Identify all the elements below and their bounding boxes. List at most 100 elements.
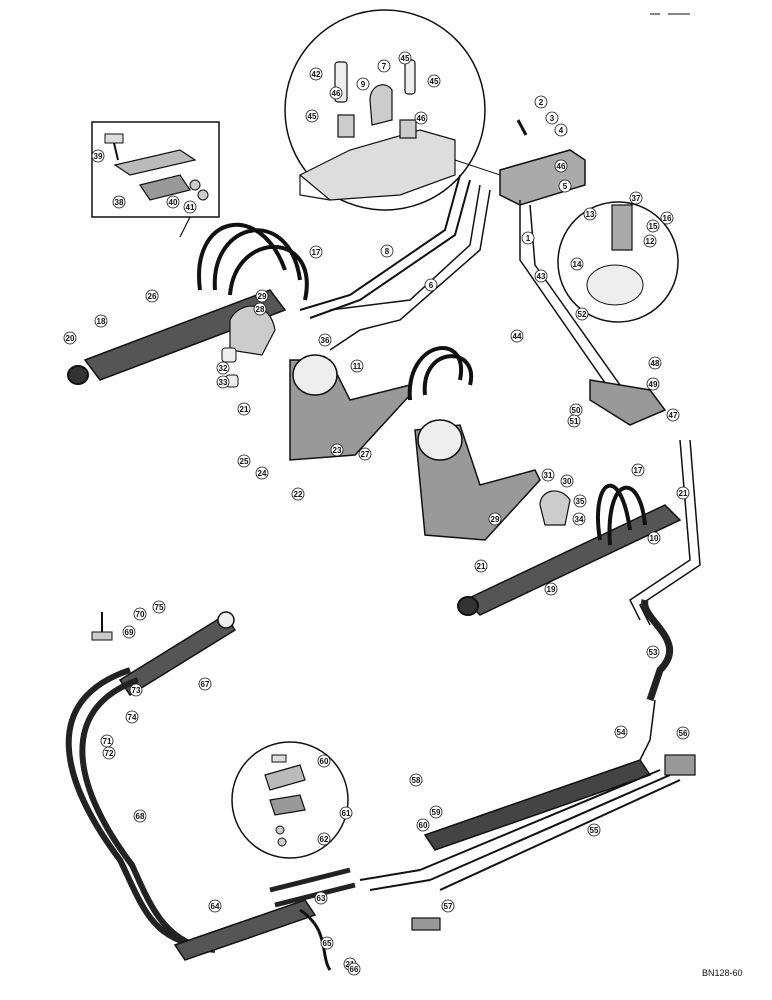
part-number-label: 27 [361,450,370,459]
part-number-label: 66 [350,965,359,974]
callout-circle [429,805,443,819]
part-number-label: 30 [563,477,572,486]
callout-circle [166,195,180,209]
callout-circle [291,487,305,501]
callout-circle [317,754,331,768]
callout-circle [488,512,502,526]
part-number-label: 72 [105,749,114,758]
part-number-label: 61 [342,809,351,818]
callout-circle [648,356,662,370]
part-number-label: 60 [320,757,329,766]
part-number-label: 45 [308,112,317,121]
part-number-label: 54 [617,728,626,737]
callout-circle [414,111,428,125]
part-number-label: 37 [632,194,641,203]
part-number-label: 63 [317,894,326,903]
part-number-label: 32 [219,364,228,373]
callout-circle [356,77,370,91]
part-number-label: 44 [513,332,522,341]
callout-circle [646,377,660,391]
callout-circle [309,245,323,259]
callout-circle [427,74,441,88]
part-number-label: 52 [578,310,587,319]
callout-circle [318,333,332,347]
callout-circle [534,269,548,283]
part-number-label: 18 [97,317,106,326]
part-number-label: 40 [169,198,178,207]
callout-circle [216,361,230,375]
part-number-label: 17 [634,466,643,475]
part-number-label: 25 [240,457,249,466]
callout-circle [152,600,166,614]
part-number-label: 10 [650,534,659,543]
callout-circle [575,307,589,321]
callout-circle [314,891,328,905]
callout-circle [416,818,430,832]
part-number-label: 70 [136,610,145,619]
callout-circle [125,710,139,724]
callout-circle [255,289,269,303]
part-number-label: 71 [103,737,112,746]
part-number-label: 46 [417,114,426,123]
callout-circle [676,726,690,740]
part-number-label: 58 [412,776,421,785]
callout-circle [255,466,269,480]
part-number-label: 75 [155,603,164,612]
part-number-label: 69 [125,628,134,637]
callout-circle [320,936,334,950]
callout-circle [629,191,643,205]
part-number-label: 20 [66,334,75,343]
part-number-label: 35 [576,497,585,506]
part-number-label: 15 [649,222,658,231]
callout-circle [631,463,645,477]
part-number-label: 4 [559,126,564,135]
callout-circle [643,234,657,248]
part-number-label: 51 [570,417,579,426]
callout-circle [409,773,423,787]
callout-circle [183,200,197,214]
callout-circle [474,559,488,573]
part-number-label: 67 [201,680,210,689]
callout-circle [133,809,147,823]
callout-circle [112,195,126,209]
callout-circle [554,123,568,137]
part-number-label: 9 [361,80,366,89]
part-number-label: 38 [115,198,124,207]
callout-circle [216,375,230,389]
part-number-label: 74 [128,713,137,722]
part-number-label: 5 [563,182,568,191]
part-number-label: 36 [321,336,330,345]
callout-circle [398,51,412,65]
callout-circle [329,86,343,100]
callout-circle [570,257,584,271]
part-number-label: 26 [148,292,157,301]
part-number-label: 1 [526,234,531,243]
callout-circle [587,823,601,837]
part-number-label: 12 [646,237,655,246]
callout-circle [122,625,136,639]
callout-circle [91,149,105,163]
part-number-label: 22 [294,490,303,499]
callout-circle [646,219,660,233]
part-number-label: 2 [539,98,544,107]
callout-circle [646,645,660,659]
part-number-label: 62 [320,835,329,844]
callout-circle [347,962,361,976]
callout-circle [666,408,680,422]
callout-circle [330,443,344,457]
callout-circle [102,746,116,760]
part-number-label: 60 [419,821,428,830]
part-number-label: 11 [353,362,362,371]
part-number-label: 49 [649,380,658,389]
part-number-label: 45 [401,54,410,63]
part-number-label: 56 [679,729,688,738]
part-number-label: 55 [590,826,599,835]
part-number-label: 45 [430,77,439,86]
callout-circle [237,454,251,468]
callout-circle [521,231,535,245]
callout-circle [541,468,555,482]
part-number-label: 24 [258,469,267,478]
part-number-label: 28 [256,305,265,314]
callout-circle [567,414,581,428]
part-number-label: 29 [258,292,267,301]
